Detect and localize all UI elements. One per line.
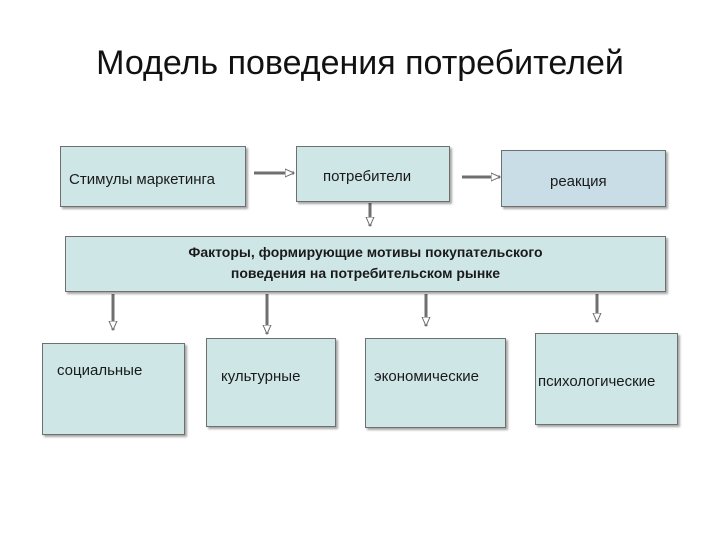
factors-box: Факторы, формирующие мотивы покупательск… bbox=[65, 236, 666, 292]
social-label: социальные bbox=[57, 362, 143, 379]
reaction-label: реакция bbox=[550, 173, 607, 190]
economic-label: экономические bbox=[374, 368, 479, 385]
psychological-label: психологические bbox=[538, 373, 656, 390]
stimuli-box: Стимулы маркетинга bbox=[60, 146, 246, 207]
reaction-box: реакция bbox=[501, 150, 666, 207]
cultural-label: культурные bbox=[221, 368, 301, 385]
social-box: социальные bbox=[42, 343, 185, 435]
slide-title: Модель поведения потребителей bbox=[96, 44, 624, 82]
psychological-box: психологические bbox=[535, 333, 678, 425]
economic-box: экономические bbox=[365, 338, 506, 428]
consumers-label: потребители bbox=[323, 168, 412, 185]
cultural-box: культурные bbox=[206, 338, 336, 427]
factors-label-line1: Факторы, формирующие мотивы покупательск… bbox=[188, 244, 543, 260]
stimuli-label: Стимулы маркетинга bbox=[69, 171, 216, 188]
consumers-box: потребители bbox=[296, 146, 450, 202]
factors-label-line2: поведения на потребительском рынке bbox=[230, 265, 501, 281]
